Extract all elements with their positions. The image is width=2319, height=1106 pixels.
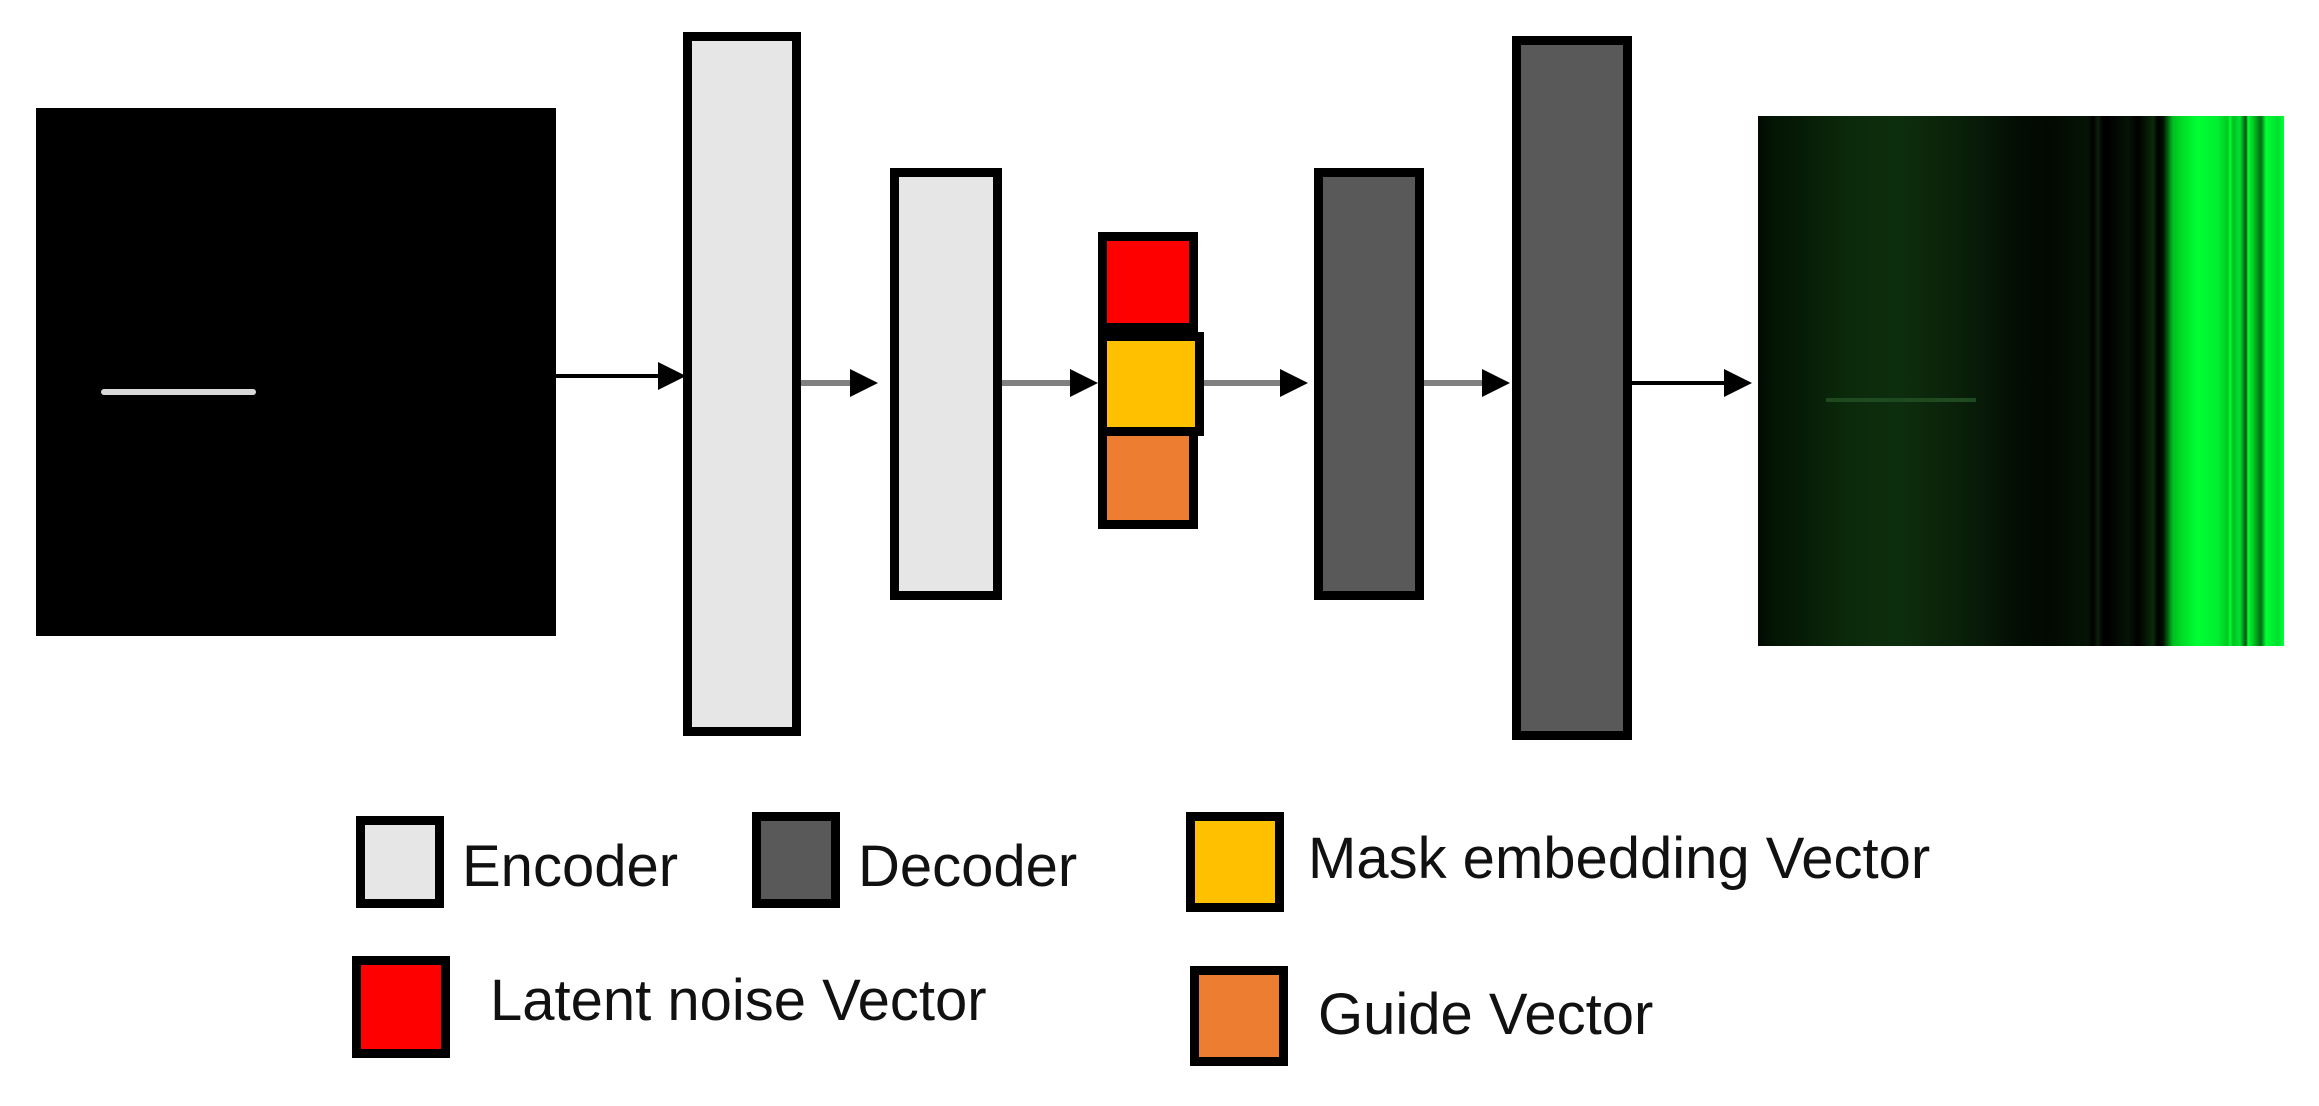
output-image xyxy=(1758,116,2284,646)
legend-encoder-label: Encoder xyxy=(462,834,679,899)
encoder-block-1 xyxy=(683,32,801,736)
legend-mask-embedding-swatch xyxy=(1186,812,1284,912)
encoder-block-2 xyxy=(890,168,1002,600)
output-faint-line xyxy=(1826,398,1976,402)
latent-noise-vector-block xyxy=(1098,232,1198,332)
legend-decoder-label: Decoder xyxy=(858,834,1078,899)
input-image xyxy=(36,108,556,636)
legend-encoder-swatch xyxy=(356,816,444,908)
decoder-block-1 xyxy=(1314,168,1424,600)
legend-mask-embedding-label: Mask embedding Vector xyxy=(1308,826,1931,891)
arrow-input-to-encoder1 xyxy=(556,362,686,390)
legend-latent-noise-label: Latent noise Vector xyxy=(490,968,987,1033)
arrow-encoder1-to-encoder2 xyxy=(798,369,878,397)
legend-guide-label: Guide Vector xyxy=(1318,982,1654,1047)
mask-embedding-vector-block xyxy=(1098,332,1204,436)
arrow-vectors-to-decoder1 xyxy=(1204,369,1308,397)
legend-decoder-swatch xyxy=(752,812,840,908)
arrow-decoder2-to-output xyxy=(1628,369,1752,397)
guide-vector-block xyxy=(1098,426,1198,529)
legend-guide-swatch xyxy=(1190,966,1288,1066)
arrow-decoder1-to-decoder2 xyxy=(1420,369,1510,397)
legend-latent-noise-swatch xyxy=(352,956,450,1058)
arrow-encoder2-to-vectors xyxy=(1000,369,1098,397)
input-line xyxy=(101,389,256,395)
decoder-block-2 xyxy=(1512,36,1632,740)
